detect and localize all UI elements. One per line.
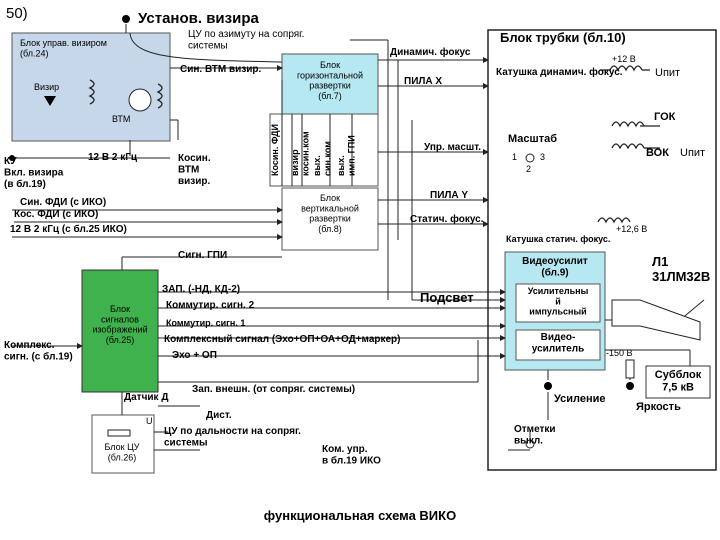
- label-kos-fdi: Кос. ФДИ (с ИКО): [14, 209, 98, 220]
- vertical-scan-block: [281, 187, 379, 251]
- label-vert-2: визиркосин.ком: [290, 131, 310, 176]
- scale-switch-icon: [525, 153, 535, 163]
- label-kat-stat: Катушка статич. фокус.: [506, 234, 610, 244]
- crt-tube-icon: [611, 299, 701, 341]
- horizontal-scan-block: [281, 53, 379, 115]
- wires: [12, 24, 705, 451]
- sight-coil-icon: [88, 79, 95, 105]
- label-komm2: Коммутир. сигн. 2: [166, 300, 255, 311]
- label-dist: Дист.: [206, 410, 232, 421]
- label-din-focus: Динамич. фокус: [390, 46, 471, 58]
- vtm-coil-icon: [156, 83, 163, 109]
- label-vert-3: вых.син.ком: [312, 141, 332, 176]
- label-yark: Яркость: [636, 401, 681, 413]
- label-sig-gpi: Сигн. ГПИ: [178, 250, 227, 261]
- label-sight-block: Блок управ. визиром(бл.24): [20, 38, 107, 58]
- label-gok: ГОК: [654, 111, 676, 123]
- label-pila-x: ПИЛА X: [404, 76, 442, 87]
- label-kompl-sig: Комплексный сигнал (Эхо+ОП+ОА+ОД+маркер): [164, 334, 401, 345]
- tube-block-frame: [487, 29, 717, 471]
- label-12v-b: 12 В 2 кГц (с бл.25 ИКО): [10, 223, 127, 235]
- label-usil: Усиление: [554, 393, 606, 405]
- label-mashtab: Масштаб: [508, 133, 557, 145]
- coils: [88, 65, 660, 224]
- label-ustanov: Установ. визира: [138, 10, 259, 27]
- static-focus-coil-icon: [597, 217, 631, 224]
- label-tube-block: Блок трубки (бл.10): [500, 30, 626, 45]
- label-upit-2: Uпит: [680, 147, 705, 159]
- label-upit-1: Uпит: [655, 67, 680, 79]
- label-126v: +12,6 В: [616, 224, 647, 234]
- label-cu-dal: ЦУ по дальности на сопряг.системы: [164, 426, 301, 449]
- cu-block: [91, 414, 155, 474]
- label-pila-y: ПИЛА Y: [430, 190, 468, 201]
- label-cu-azimuth: ЦУ по азимуту на сопряг.системы: [188, 29, 304, 52]
- label-video-amp: Видео-усилитель: [532, 332, 584, 355]
- label-u-small: U: [146, 416, 153, 426]
- label-zap: ЗАП. (-НД, КД-2): [162, 284, 240, 295]
- ku-lamp-icon: [9, 155, 15, 161]
- gok-coil-icon: [611, 121, 645, 128]
- label-bcu: Блок ЦУ(бл.26): [105, 442, 140, 462]
- pulse-amp-box: [515, 283, 601, 323]
- vtm-rotor-icon: [128, 88, 152, 112]
- label-podsvet: Подсвет: [420, 290, 474, 305]
- label-exo: Эхо + ОП: [172, 350, 217, 361]
- gain-knob-icon: [544, 382, 552, 390]
- label-vizir: Визир: [34, 82, 59, 92]
- label-kom-upr: Ком. упр.в бл.19 ИКО: [322, 444, 381, 467]
- brightness-knob-icon: [626, 382, 634, 390]
- label-sin-vtm: Син. ВТМ визир.: [180, 64, 262, 75]
- vok-coil-icon: [611, 143, 645, 150]
- subblock-box: [645, 365, 711, 399]
- label-12v-plus: +12 В: [612, 54, 636, 64]
- page-number: 50): [6, 5, 28, 22]
- label-kat-din: Катушка динамич. фокус.: [496, 66, 623, 78]
- label-n3: 3: [540, 152, 545, 162]
- label-150v: -150 В: [606, 348, 633, 358]
- label-n1: 1: [512, 152, 517, 162]
- label-vtm: ВТМ: [112, 114, 130, 124]
- signal-image-block: [81, 269, 159, 393]
- label-sin-fdi: Син. ФДИ (с ИКО): [20, 197, 106, 208]
- label-vert-4: вых.имп. ГПИ: [336, 135, 356, 176]
- sight-triangle-icon: [44, 96, 56, 106]
- label-video-block: Видеоусилит(бл.9): [522, 256, 588, 279]
- brightness-resistor-icon: [625, 359, 635, 379]
- vert-signal-strip: [269, 113, 379, 187]
- sight-resistor-icon: [107, 429, 131, 437]
- sight-lamp-icon: [122, 15, 130, 23]
- label-upr-mash: Упр. масшт.: [424, 142, 481, 153]
- label-vok: ВОК: [646, 147, 669, 159]
- diagram-title: функциональная схема ВИКО: [264, 508, 456, 523]
- label-kompl-izo: Комплекс.сигн. (с бл.19): [4, 340, 73, 363]
- label-12v: 12 В 2 кГц: [88, 152, 138, 163]
- label-datchik: Датчик Д: [124, 392, 168, 403]
- label-zap-vnesh: Зап. внешн. (от сопряг. системы): [192, 384, 355, 395]
- label-stat-focus: Статич. фокус.: [410, 213, 484, 225]
- marks-switch-icon: [525, 439, 535, 449]
- video-amp-box: [515, 329, 601, 361]
- dynamic-focus-coil-icon: [609, 65, 643, 72]
- label-komm1: Коммутир. сигн. 1: [166, 318, 245, 328]
- label-vert-1: Косин. ФДИ: [270, 124, 280, 176]
- label-n2: 2: [526, 164, 531, 174]
